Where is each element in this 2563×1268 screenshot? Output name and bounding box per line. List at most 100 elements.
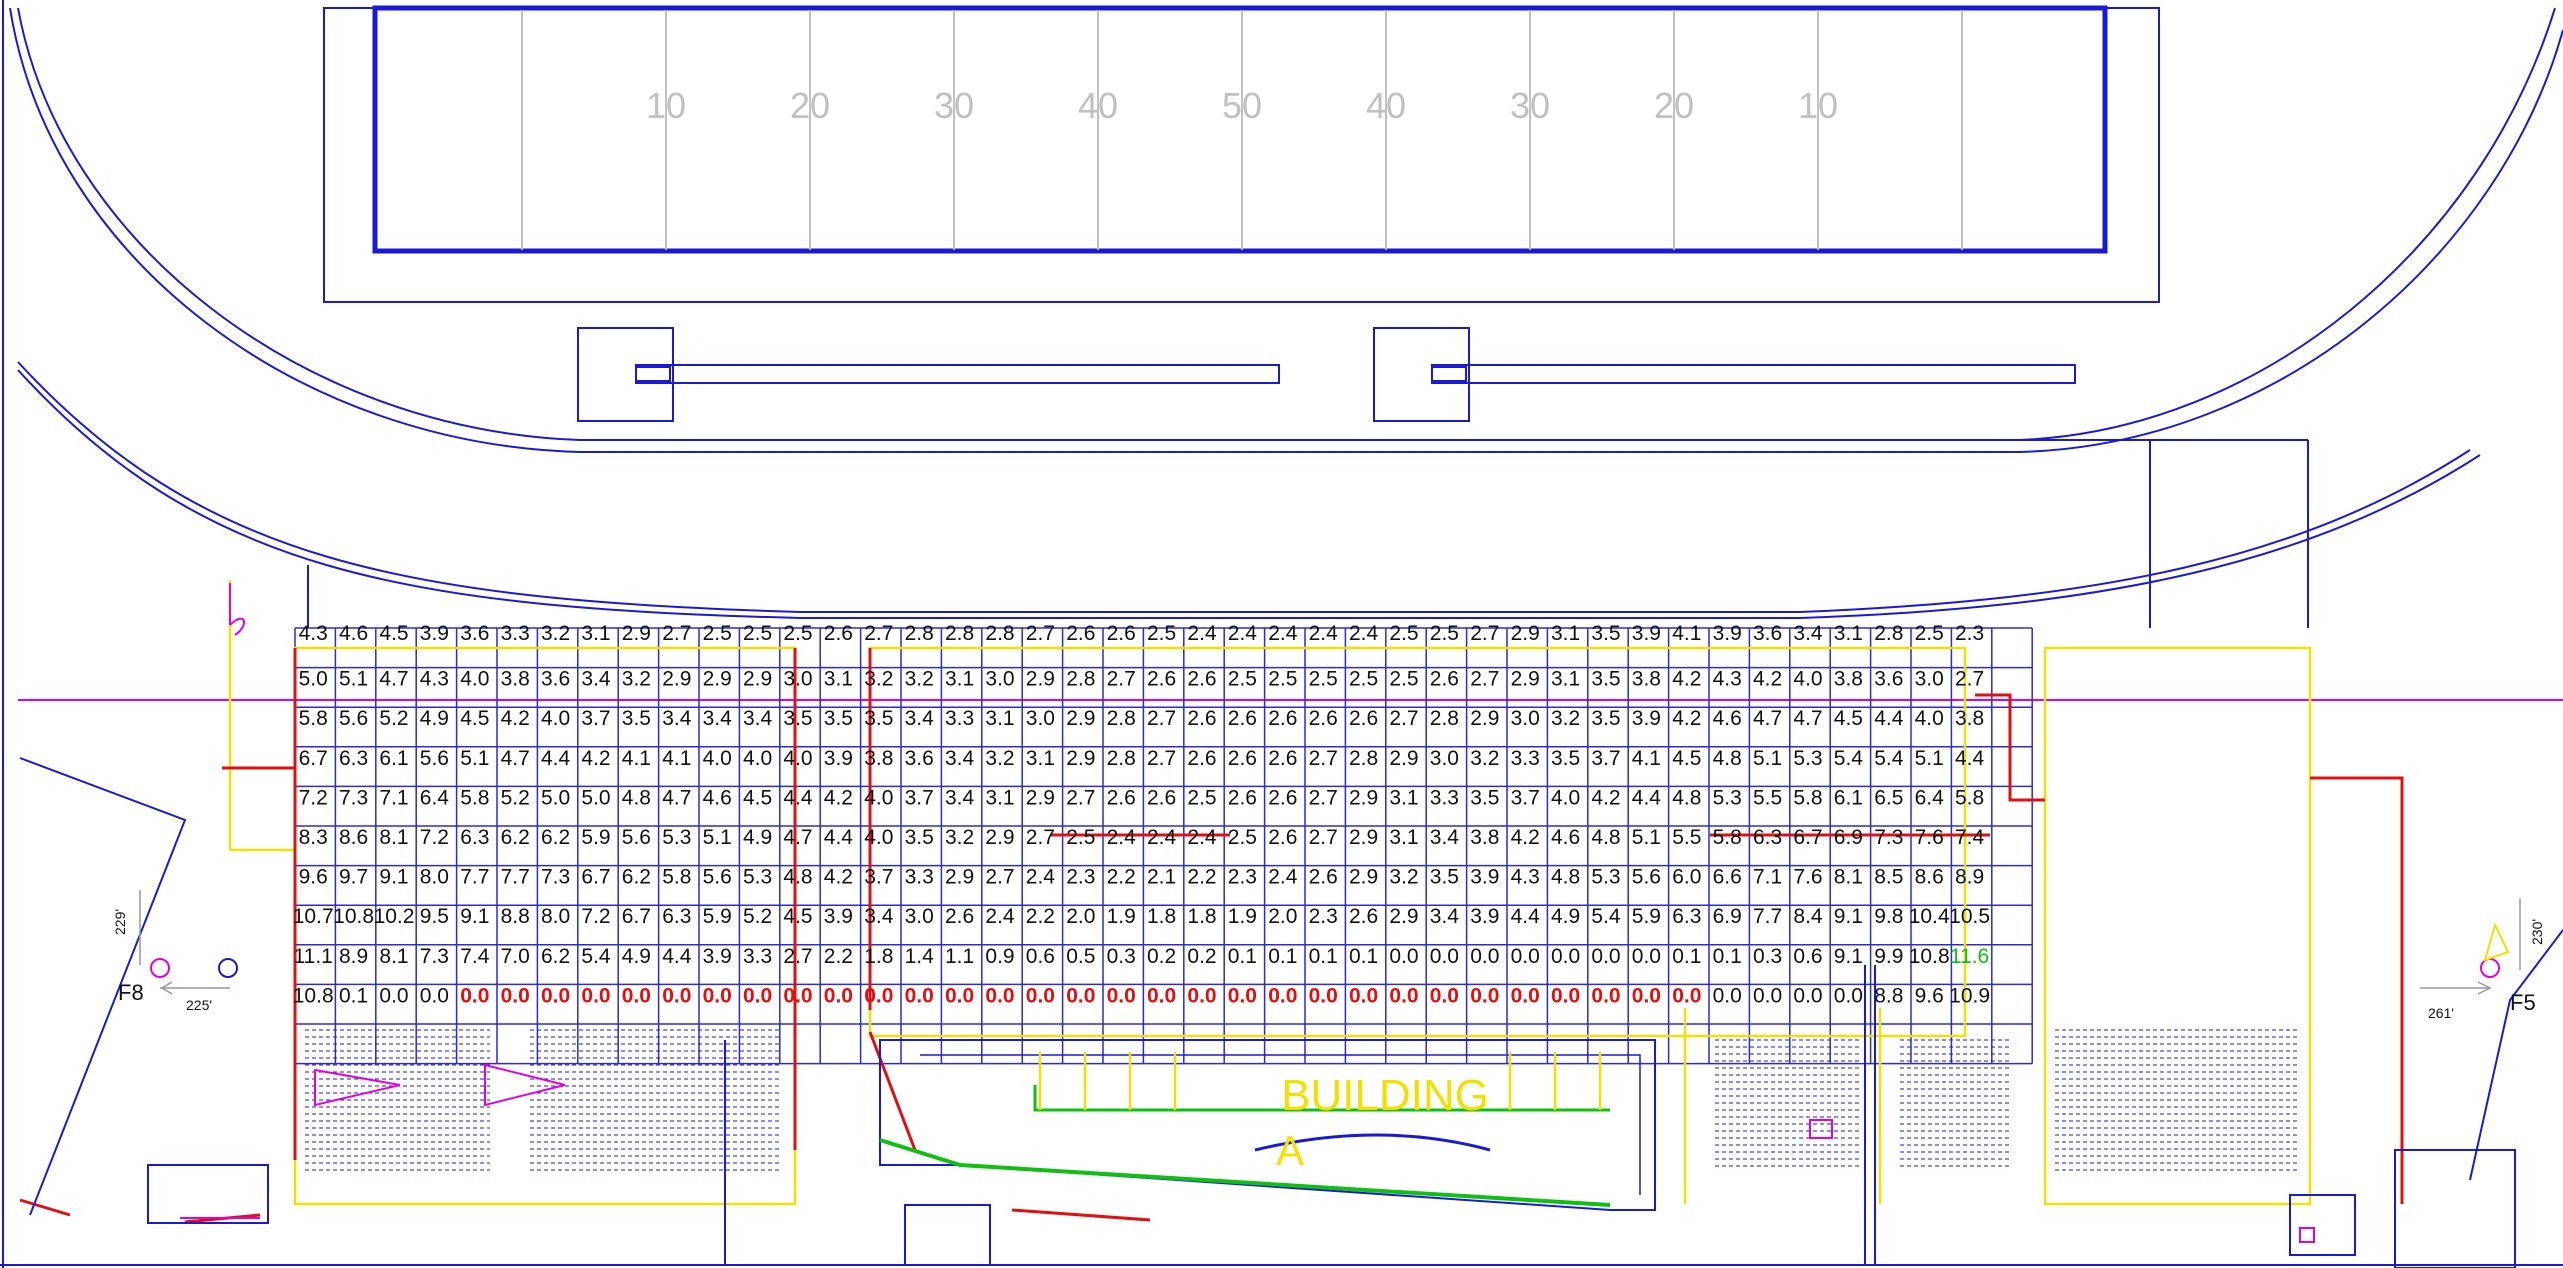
illuminance-value: 4.2 <box>824 786 853 809</box>
yard-marker: 20 <box>790 85 830 126</box>
illuminance-value: 4.2 <box>1591 786 1620 809</box>
illuminance-value: 0.0 <box>1591 984 1620 1007</box>
illuminance-value: 2.6 <box>1228 747 1257 770</box>
illuminance-value: 3.4 <box>1430 905 1460 928</box>
illuminance-value: 0.1 <box>1228 945 1257 968</box>
illuminance-value: 11.1 <box>294 945 333 968</box>
illuminance-value: 3.5 <box>1551 747 1580 770</box>
illuminance-value: 4.5 <box>460 707 489 730</box>
illuminance-value: 3.0 <box>905 905 934 928</box>
illuminance-value: 2.6 <box>1268 707 1297 730</box>
illuminance-value: 1.8 <box>1187 905 1216 928</box>
fixture-f8[interactable]: F8 229' 225' <box>112 890 238 1013</box>
illuminance-value: 8.8 <box>1874 984 1903 1007</box>
illuminance-value: 2.8 <box>1349 747 1378 770</box>
illuminance-value: 2.6 <box>1187 747 1216 770</box>
illuminance-value: 7.7 <box>460 866 489 889</box>
illuminance-value: 4.4 <box>662 945 692 968</box>
illuminance-value: 7.3 <box>420 945 449 968</box>
illuminance-value: 4.7 <box>501 747 530 770</box>
illuminance-value: 0.0 <box>1713 984 1742 1007</box>
illuminance-value: 8.1 <box>379 826 408 849</box>
illuminance-value: 7.3 <box>339 786 368 809</box>
illuminance-value: 5.1 <box>460 747 489 770</box>
illuminance-value: 0.0 <box>1591 945 1620 968</box>
illuminance-value: 6.2 <box>501 826 530 849</box>
illuminance-value: 2.9 <box>1349 786 1378 809</box>
illuminance-value: 3.2 <box>1470 747 1499 770</box>
illuminance-value: 1.8 <box>864 945 893 968</box>
illuminance-value: 4.5 <box>1834 707 1863 730</box>
illuminance-value: 0.0 <box>703 984 732 1007</box>
illuminance-value: 2.7 <box>1147 747 1176 770</box>
illuminance-value: 3.9 <box>420 622 449 645</box>
illuminance-value: 8.5 <box>1874 866 1903 889</box>
illuminance-value: 3.2 <box>985 747 1014 770</box>
illuminance-value: 4.7 <box>1753 707 1782 730</box>
illuminance-value: 3.0 <box>985 668 1014 691</box>
illuminance-value: 0.0 <box>1470 945 1499 968</box>
illuminance-value: 2.7 <box>1309 826 1338 849</box>
illuminance-value: 3.0 <box>783 668 812 691</box>
illuminance-value: 9.1 <box>460 905 489 928</box>
illuminance-value: 2.4 <box>1268 866 1298 889</box>
illuminance-value: 2.8 <box>1107 707 1136 730</box>
illuminance-value: 5.9 <box>581 826 610 849</box>
fixture-angle: 230' <box>2529 919 2545 945</box>
illuminance-value: 4.4 <box>1511 905 1541 928</box>
illuminance-value: 2.6 <box>1066 622 1095 645</box>
fixture-f5[interactable]: F5 230' 261' <box>2420 898 2545 1021</box>
yard-marker: 30 <box>934 85 974 126</box>
illuminance-value: 2.9 <box>1349 826 1378 849</box>
illuminance-value: 10.8 <box>1909 945 1950 968</box>
illuminance-value: 3.0 <box>1915 668 1944 691</box>
illuminance-value: 5.3 <box>1713 786 1742 809</box>
illuminance-value: 3.5 <box>783 707 812 730</box>
illuminance-value: 2.7 <box>1309 747 1338 770</box>
illuminance-value: 2.6 <box>824 622 853 645</box>
illuminance-value: 10.9 <box>1949 984 1990 1007</box>
illuminance-value: 8.0 <box>541 905 570 928</box>
illuminance-value: 3.0 <box>1026 707 1055 730</box>
illuminance-value: 5.3 <box>743 866 772 889</box>
illuminance-value: 8.9 <box>339 945 368 968</box>
illuminance-value: 6.4 <box>420 786 450 809</box>
illuminance-value: 4.4 <box>824 826 854 849</box>
illuminance-value: 2.9 <box>1066 747 1095 770</box>
illuminance-value: 4.8 <box>1591 826 1620 849</box>
illuminance-value: 0.0 <box>1066 984 1095 1007</box>
illuminance-value: 0.0 <box>783 984 812 1007</box>
illuminance-value: 0.1 <box>1309 945 1338 968</box>
illuminance-value: 2.6 <box>945 905 974 928</box>
illuminance-value: 0.0 <box>1309 984 1338 1007</box>
illuminance-value: 2.9 <box>1511 668 1540 691</box>
illuminance-value: 6.1 <box>1834 786 1863 809</box>
illuminance-value: 5.8 <box>460 786 489 809</box>
illuminance-value: 2.5 <box>783 622 812 645</box>
illuminance-value: 2.7 <box>662 622 691 645</box>
illuminance-value: 2.6 <box>1107 622 1136 645</box>
illuminance-value: 2.6 <box>1349 707 1378 730</box>
illuminance-value: 8.3 <box>299 826 328 849</box>
illuminance-value: 7.2 <box>299 786 328 809</box>
illuminance-value: 2.7 <box>1309 786 1338 809</box>
illuminance-value: 2.9 <box>1066 707 1095 730</box>
illuminance-value: 2.6 <box>1430 668 1459 691</box>
illuminance-value: 3.4 <box>945 747 975 770</box>
illuminance-value: 4.2 <box>1511 826 1540 849</box>
illuminance-value: 7.4 <box>1955 826 1985 849</box>
illuminance-value: 5.0 <box>299 668 328 691</box>
illuminance-value: 0.0 <box>1753 984 1782 1007</box>
illuminance-value: 8.0 <box>420 866 449 889</box>
illuminance-value: 5.2 <box>743 905 772 928</box>
illuminance-value: 2.3 <box>1955 622 1984 645</box>
illuminance-value: 10.8 <box>333 905 374 928</box>
illuminance-value: 10.2 <box>374 905 415 928</box>
illuminance-value: 4.6 <box>1551 826 1580 849</box>
illuminance-value: 0.0 <box>501 984 530 1007</box>
illuminance-value: 2.5 <box>1187 786 1216 809</box>
illuminance-value: 3.4 <box>1793 622 1823 645</box>
illuminance-value: 4.0 <box>703 747 732 770</box>
fixture-distance: 225' <box>186 997 212 1013</box>
illuminance-value: 0.0 <box>1430 945 1459 968</box>
